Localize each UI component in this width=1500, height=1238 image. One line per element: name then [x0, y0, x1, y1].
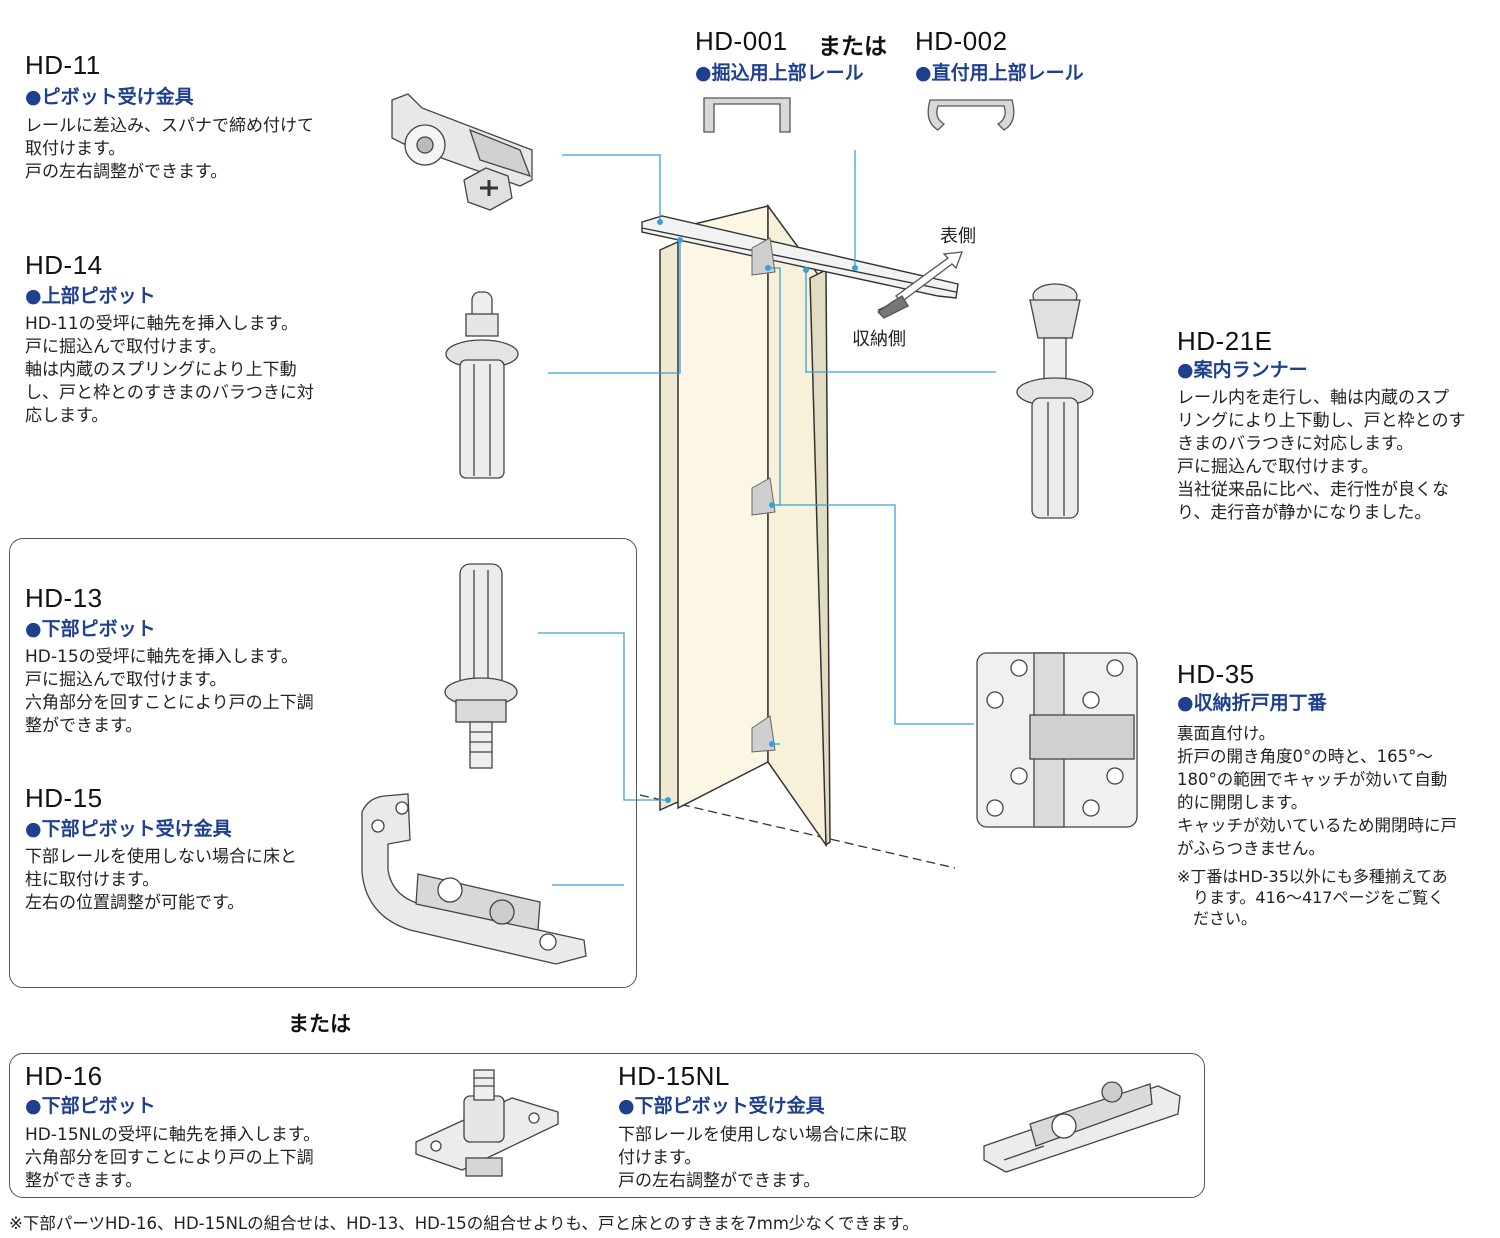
hd21e-description: レール内を走行し、軸は内蔵のスプリングにより上下動し、戸と枠とのすきまのバラつき…	[1177, 388, 1466, 523]
direction-arrow	[876, 251, 963, 319]
hd14-description: HD-11の受坪に軸先を挿入します。戸に掘込んで取付けます。軸は内蔵のスプリング…	[25, 314, 314, 426]
hd13-pivot-icon	[444, 563, 518, 769]
hd002-code: HD-002	[915, 26, 1008, 56]
hd16-description: HD-15NLの受坪に軸先を挿入します。六角部分を回すことにより戸の上下調整がで…	[25, 1125, 321, 1191]
hd001-rail-icon	[703, 97, 791, 133]
folding-door	[659, 203, 831, 848]
hd15nl-name: ●下部ピボット受け金具	[618, 1095, 825, 1117]
hd14-code: HD-14	[25, 250, 103, 280]
hd35-description: 裏面直付け。折戸の開き角度0°の時と、165°～180°の範囲でキャッチが効いて…	[1177, 724, 1458, 858]
hd001-code: HD-001	[695, 26, 788, 56]
hd13-description: HD-15の受坪に軸先を挿入します。戸に掘込んで取付けます。六角部分を回すことに…	[25, 647, 314, 736]
hd11-description: レールに差込み、スパナで締め付けて取付けます。戸の左右調整ができます。	[25, 116, 314, 182]
hd16-pivot-icon	[415, 1069, 559, 1177]
rail-or-label: または	[818, 34, 887, 60]
hd21e-name: ●案内ランナー	[1177, 359, 1308, 381]
hd002-name: ●直付用上部レール	[915, 62, 1084, 84]
storage-side-label: 収納側	[852, 329, 906, 350]
leader-dots	[657, 219, 858, 803]
hd15nl-description: 下部レールを使用しない場合に床に取付けます。戸の左右調整ができます。	[618, 1125, 907, 1191]
hd001-name: ●掘込用上部レール	[695, 62, 864, 84]
hd002-rail-icon	[927, 99, 1015, 131]
bottom-parts-box-a	[9, 538, 637, 988]
hd15-bracket-icon	[361, 793, 587, 965]
hd15-description: 下部レールを使用しない場合に床と柱に取付けます。左右の位置調整が可能です。	[25, 847, 297, 913]
hd13-name: ●下部ピボット	[25, 618, 156, 640]
leader-lines	[538, 150, 996, 886]
hd13-code: HD-13	[25, 583, 103, 613]
hd11-name: ●ピボット受け金具	[25, 86, 194, 108]
hd21e-runner-icon	[1016, 283, 1094, 519]
floor-line	[639, 794, 956, 869]
hd15-name: ●下部ピボット受け金具	[25, 818, 232, 840]
hd21e-code: HD-21E	[1177, 326, 1273, 356]
or-label: または	[288, 1012, 351, 1036]
footnote: ※下部パーツHD-16、HD-15NLの組合せは、HD-13、HD-15の組合せ…	[9, 1214, 919, 1233]
hd11-bracket-icon	[391, 93, 533, 211]
hd35-hinge-icon	[976, 652, 1138, 828]
hd15-code: HD-15	[25, 783, 103, 813]
top-rail	[641, 215, 959, 299]
front-side-label: 表側	[940, 226, 976, 247]
bottom-parts-box-b	[9, 1053, 1205, 1198]
hd11-code: HD-11	[25, 50, 101, 80]
hd15nl-code: HD-15NL	[618, 1061, 730, 1091]
hd35-code: HD-35	[1177, 659, 1255, 689]
hd15nl-bracket-icon	[983, 1081, 1181, 1173]
hd35-note: ※丁番はHD-35以外にも多種揃えてあります。416～417ページをご覧ください…	[1177, 867, 1448, 928]
hd14-name: ●上部ピボット	[25, 285, 156, 307]
hd16-code: HD-16	[25, 1061, 103, 1091]
hd16-name: ●下部ピボット	[25, 1095, 156, 1117]
hd35-name: ●収納折戸用丁番	[1177, 692, 1327, 714]
hd14-pivot-icon	[445, 291, 519, 479]
